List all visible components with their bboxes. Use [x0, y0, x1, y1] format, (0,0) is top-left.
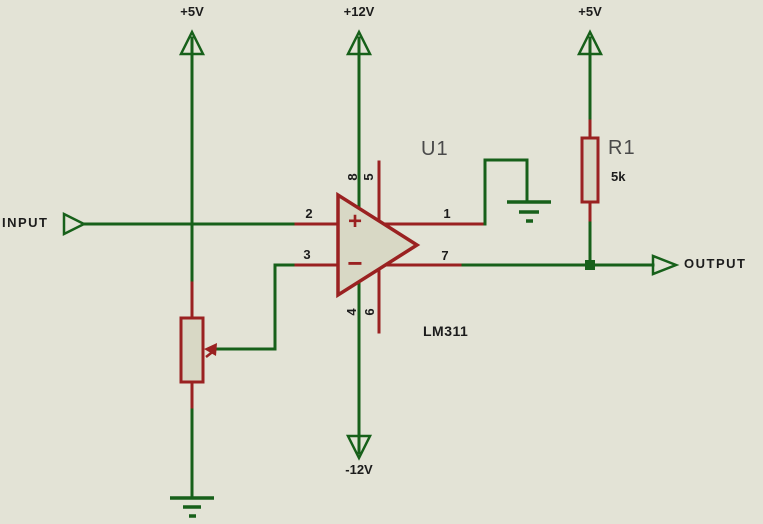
- port-tag-icon-output[interactable]: [651, 254, 680, 276]
- pin-label-4: 4: [344, 308, 359, 316]
- input-port-label: INPUT: [2, 215, 49, 230]
- power-arrow-icon-v12[interactable]: [345, 29, 373, 56]
- pin-label-3: 3: [303, 247, 311, 262]
- junction-dot: [585, 260, 595, 270]
- ground-icon-left[interactable]: [170, 496, 214, 518]
- resistor-r1-symbol[interactable]: [580, 136, 600, 204]
- wire-wiper-to-pin3[interactable]: [210, 263, 347, 351]
- wire-pin1-to-ground[interactable]: [368, 158, 529, 226]
- opamp-part-label[interactable]: LM311: [423, 323, 469, 339]
- pin-label-7: 7: [441, 248, 449, 263]
- power-arrow-icon-vcc-right[interactable]: [576, 29, 604, 56]
- opamp-ref-label[interactable]: U1: [421, 138, 449, 160]
- power-arrow-icon-vcc-left[interactable]: [178, 29, 206, 56]
- power-label-vee: -12V: [345, 462, 373, 477]
- inverting-sign: −: [347, 248, 363, 278]
- power-arrow-icon-vee[interactable]: [345, 434, 373, 461]
- output-port-label: OUTPUT: [684, 256, 747, 271]
- resistor-value-label[interactable]: 5k: [611, 169, 626, 184]
- ground-icon-right[interactable]: [507, 200, 551, 223]
- pin-label-2: 2: [305, 206, 313, 221]
- power-label-vcc-right: +5V: [578, 4, 602, 19]
- pin-label-1: 1: [443, 206, 451, 221]
- pin-label-6: 6: [362, 308, 377, 316]
- potentiometer-symbol[interactable]: [179, 316, 217, 384]
- pot-wiper-arrow-icon: [204, 343, 217, 356]
- resistor-ref-label[interactable]: R1: [608, 137, 636, 159]
- power-label-v12: +12V: [343, 4, 375, 19]
- port-tag-icon-input[interactable]: [62, 211, 87, 237]
- pin-label-5: 5: [361, 173, 376, 181]
- noninverting-sign: +: [347, 208, 362, 235]
- power-label-vcc-left: +5V: [180, 4, 204, 19]
- opamp-u1-symbol[interactable]: [336, 191, 421, 299]
